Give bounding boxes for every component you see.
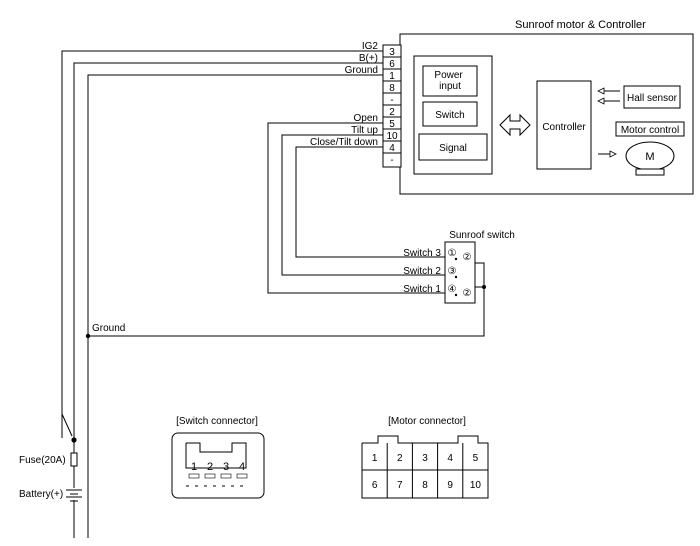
terminal-pin: 5 xyxy=(389,119,395,130)
switch-block-label: Switch xyxy=(435,110,464,121)
power-input-block xyxy=(422,65,478,97)
svg-text:M: M xyxy=(645,151,654,163)
switch-connector-title: [Switch connector] xyxy=(176,416,258,427)
switch-connector-pin: 1 xyxy=(191,461,197,473)
fuse-symbol xyxy=(70,452,78,467)
switch-terminal: ③ xyxy=(448,266,457,277)
pin-slot xyxy=(204,473,216,479)
motor-icon: M xyxy=(625,141,675,176)
wire-label: Open xyxy=(354,113,378,124)
motor-arrow-icon xyxy=(598,150,617,158)
ground-label: Ground xyxy=(92,323,125,334)
wire-label: Tilt up xyxy=(351,125,378,136)
pin-slot xyxy=(236,473,248,479)
motor-control-block xyxy=(615,121,685,137)
ground-junction-dot xyxy=(85,333,91,339)
contact-dot xyxy=(454,257,458,261)
pin-slot xyxy=(188,473,200,479)
sunroof-switch-body xyxy=(444,241,476,304)
fuse-label: Fuse(20A) xyxy=(19,455,66,466)
controller-title: Sunroof motor & Controller xyxy=(515,19,646,31)
motor-connector-title: [Motor connector] xyxy=(388,416,466,427)
wire-label: Ground xyxy=(345,65,378,76)
double-arrow-icon xyxy=(499,113,531,137)
motor-connector: 1 2 3 4 5 6 7 8 9 10 xyxy=(361,435,489,499)
signal-block xyxy=(418,133,488,161)
terminal-pin: 8 xyxy=(389,83,395,94)
switch-connector-pin: 4 xyxy=(239,461,245,473)
switch-block xyxy=(422,101,478,127)
hall-arrow-icon xyxy=(597,87,620,105)
switch-contact: ② xyxy=(463,288,472,299)
power-input-label: Power input xyxy=(434,70,465,92)
motor-connector-pin: 4 xyxy=(447,453,453,464)
terminal-pin: 4 xyxy=(389,143,395,154)
pin-slot xyxy=(220,473,232,479)
hall-sensor-label: Hall sensor xyxy=(627,93,678,104)
switch-row-label: Switch 1 xyxy=(403,284,441,295)
motor-connector-pin: 8 xyxy=(422,480,428,491)
motor-connector-pin: 6 xyxy=(372,480,378,491)
motor-connector-pin: 1 xyxy=(372,453,378,464)
switch-terminal: ④ xyxy=(448,284,457,295)
motor-connector-pin: 10 xyxy=(470,480,482,491)
switch-connector-pin: 2 xyxy=(207,461,213,473)
hall-sensor-block xyxy=(623,85,681,109)
terminal-pin: 10 xyxy=(386,131,398,142)
battery-symbol xyxy=(66,488,82,502)
terminal-pin: 6 xyxy=(389,59,395,70)
motor-control-label: Motor control xyxy=(621,125,679,136)
wire-label: IG2 xyxy=(362,41,379,52)
switch-terminal: ① xyxy=(448,248,457,259)
wire-label: Close/Tilt down xyxy=(310,137,378,148)
terminal-pin: - xyxy=(390,95,393,106)
controller-label: Controller xyxy=(542,122,586,133)
terminal-pin: 3 xyxy=(389,47,395,58)
contact-dot xyxy=(454,293,458,297)
motor-connector-pin: 5 xyxy=(473,453,479,464)
power-junction-dot xyxy=(71,437,77,443)
motor-connector-pin: 3 xyxy=(422,453,428,464)
battery-label: Battery(+) xyxy=(19,489,63,500)
signal-block-label: Signal xyxy=(439,143,467,154)
controller-block xyxy=(536,80,592,170)
motor-connector-pin: 2 xyxy=(397,453,403,464)
switch-row-label: Switch 3 xyxy=(403,248,441,259)
switch-junction-dot xyxy=(482,285,486,289)
wire-label: B(+) xyxy=(359,53,378,64)
switch-connector-pin: 3 xyxy=(223,461,229,473)
wires xyxy=(61,50,485,538)
sunroof-switch-title: Sunroof switch xyxy=(449,230,515,241)
motor-connector-pin: 7 xyxy=(397,480,403,491)
contact-dot xyxy=(454,275,458,279)
motor-connector-pin: 9 xyxy=(447,480,453,491)
terminal-pin: 1 xyxy=(389,71,395,82)
terminal-pin: - xyxy=(390,155,393,166)
switch-row-label: Switch 2 xyxy=(403,266,441,277)
switch-contact: ② xyxy=(463,252,472,263)
terminal-pin: 2 xyxy=(389,107,395,118)
